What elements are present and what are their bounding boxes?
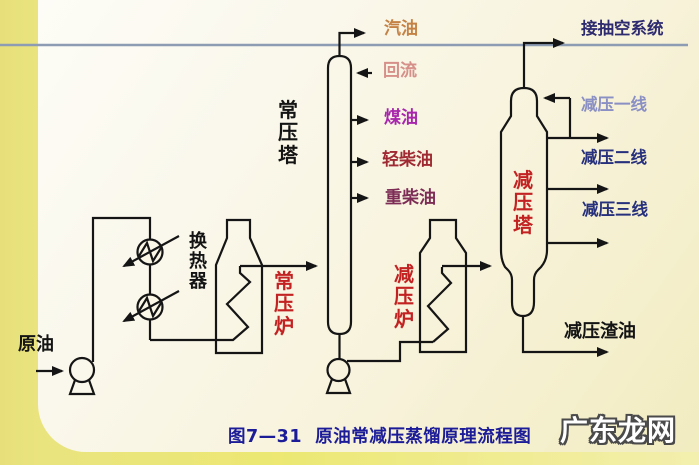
vac-furnace-vessel: [418, 218, 468, 354]
reflux-label: 回流: [383, 61, 417, 81]
vac-line1-label: 减压一线: [581, 95, 647, 114]
atm-furnace-label: 常压炉: [274, 269, 294, 338]
heat-exchanger-1-flow-arrow: [122, 235, 180, 267]
crude-oil-label: 原油: [18, 334, 54, 355]
crude-pump-body: [68, 356, 96, 384]
heat-exchanger-label: 换热器: [189, 231, 207, 293]
vac-furnace-label: 减压炉: [394, 262, 414, 331]
crude-to-exchanger-pipe: [91, 216, 152, 362]
heat-exchanger-2-flow-arrow: [122, 290, 180, 322]
atm-tower-vessel: [326, 54, 353, 336]
vac-overhead-to-ejector-arrow: [522, 38, 565, 88]
atm-furnace-coil: [150, 266, 252, 342]
vac-residue-outlet-arrow: [521, 316, 609, 357]
vac-tower-label: 减压塔: [513, 168, 533, 237]
atm-bottoms-pump-body: [326, 357, 351, 383]
atm-tower-label: 常压塔: [278, 98, 298, 167]
to-vacuum-system-label: 接抽空系统: [581, 19, 664, 38]
kerosene-label: 煤油: [384, 108, 418, 128]
watermark: 广东龙网: [560, 414, 677, 447]
vac-tower-vessel: [499, 86, 549, 318]
atm-bottoms-pump-base: [325, 378, 352, 395]
heavy-diesel-label: 重柴油: [385, 188, 436, 208]
vac-residue-label: 减压渣油: [564, 321, 636, 342]
figure-caption: 图7—31 原油常减压蒸馏原理流程图: [228, 427, 532, 447]
bottoms-to-vac-furnace-pipe: [347, 340, 433, 363]
vac-furnace-coil: [426, 267, 453, 343]
atm-furnace-vessel: [214, 218, 264, 355]
gasoline-label: 汽油: [384, 19, 418, 39]
light-diesel-label: 轻柴油: [382, 150, 433, 170]
content-panel: [38, 0, 699, 452]
vac-line3-label: 减压三线: [582, 200, 648, 219]
vac-line2-label: 减压二线: [581, 148, 647, 167]
crude-pump-base: [68, 379, 96, 396]
gasoline-outlet-arrow: [338, 28, 366, 56]
